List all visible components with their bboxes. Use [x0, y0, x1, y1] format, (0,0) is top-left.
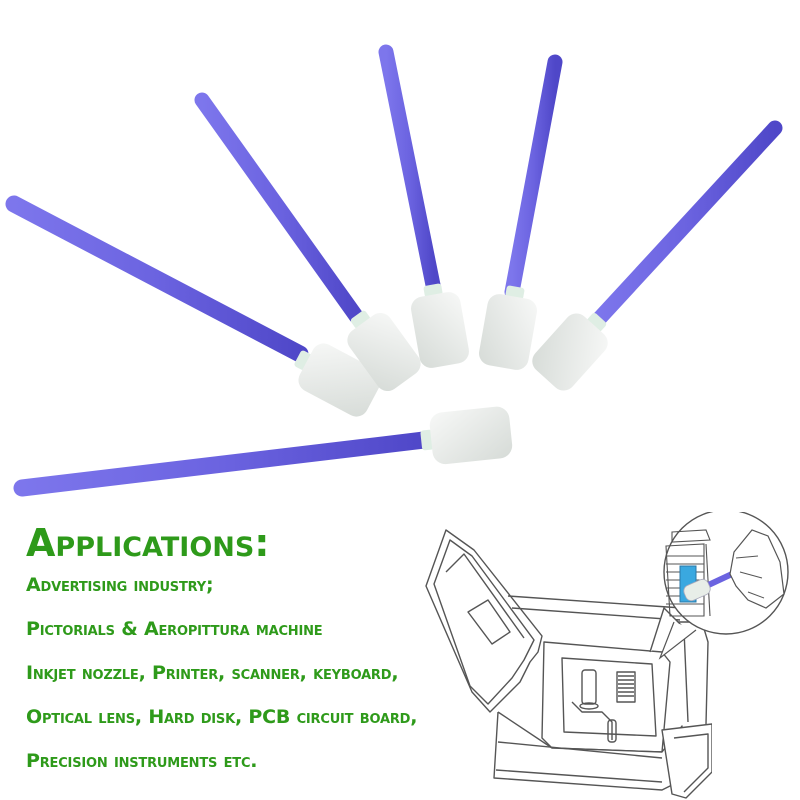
printhead-callout: [658, 512, 789, 660]
application-item: Inkjet nozzle, Printer, scanner, keyboar…: [26, 662, 399, 684]
swab-3: [378, 44, 469, 368]
swab-2: [194, 92, 421, 392]
swab-product-image: [5, 44, 783, 497]
application-item: Advertising industry;: [26, 574, 214, 596]
swab-4: [479, 54, 563, 370]
application-item: Optical lens, Hard disk, PCB circuit boa…: [26, 706, 418, 728]
applications-section: Applications: Advertising industry; Pict…: [26, 520, 446, 794]
application-item: Precision instruments etc.: [26, 750, 258, 772]
printer-illustration: [425, 529, 712, 799]
swab-6: [13, 406, 513, 497]
swab-1: [5, 195, 382, 417]
application-item: Pictorials & Aeropittura machine: [26, 618, 323, 640]
swab-5: [532, 120, 783, 391]
applications-title: Applications:: [26, 521, 270, 565]
